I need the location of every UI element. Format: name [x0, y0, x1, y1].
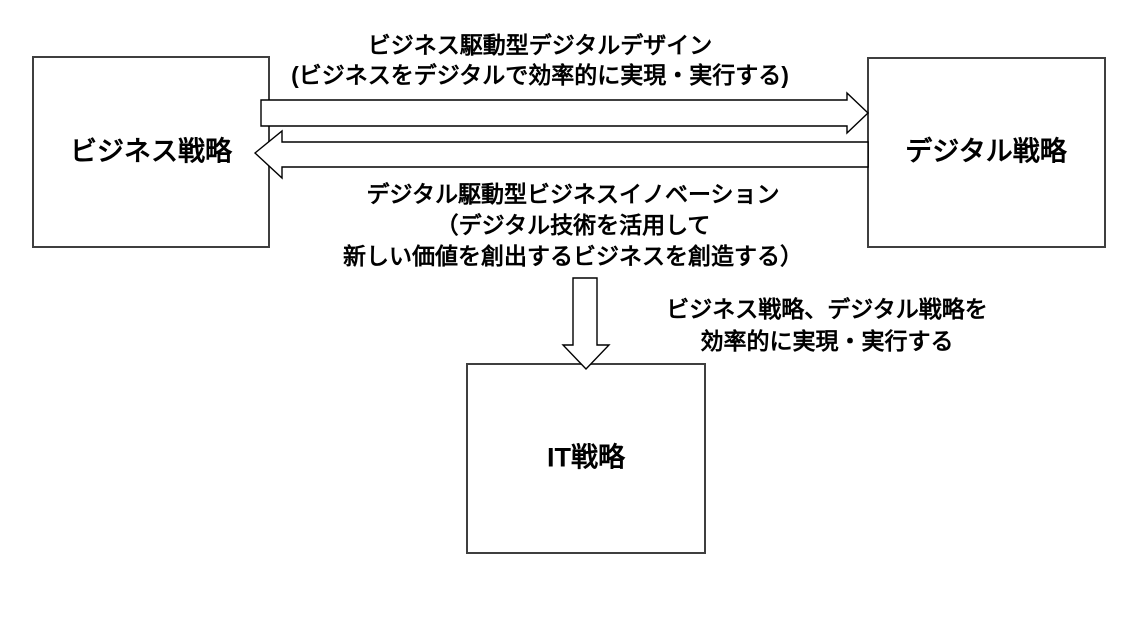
digital-strategy-box [867, 57, 1106, 248]
label-line: ビジネス戦略、デジタル戦略を [666, 296, 988, 322]
label-line: デジタル駆動型ビジネスイノベーション [366, 181, 780, 207]
down-block-arrow [561, 277, 611, 371]
business-strategy-box [32, 56, 270, 248]
left-block-arrow [253, 129, 869, 180]
edge-label-business-to-digital: ビジネス駆動型デジタルデザイン (ビジネスをデジタルで効率的に実現・実行する) [240, 30, 840, 90]
node-label-it-strategy: IT戦略 [547, 442, 625, 473]
label-line: 効率的に実現・実行する [700, 328, 954, 354]
label-line: ビジネス駆動型デジタルデザイン [367, 32, 713, 58]
edge-label-strategies-to-it: ビジネス戦略、デジタル戦略を 効率的に実現・実行する [627, 293, 1027, 357]
label-line: (ビジネスをデジタルで効率的に実現・実行する) [291, 62, 789, 88]
label-line: 新しい価値を創出するビジネスを創造する） [343, 243, 803, 269]
node-label-business-strategy: ビジネス戦略 [70, 136, 232, 167]
right-block-arrow [260, 91, 870, 135]
label-line: （デジタル技術を活用して [435, 212, 711, 238]
node-label-digital-strategy: デジタル戦略 [905, 136, 1067, 167]
edge-label-digital-to-business: デジタル駆動型ビジネスイノベーション （デジタル技術を活用して 新しい価値を創出… [273, 179, 873, 272]
